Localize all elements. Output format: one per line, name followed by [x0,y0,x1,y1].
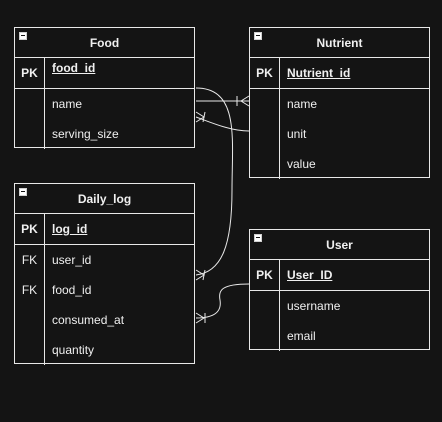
field-name: quantity [52,343,95,357]
field-key: FK [21,283,38,297]
pk-label: PK [256,66,273,80]
field-name: unit [287,127,307,141]
entity-food[interactable]: Food PK food_id name serving_size [14,27,195,149]
field-row: FK food_id [15,275,194,305]
field-name: food_id [52,283,92,297]
field-key: FK [21,253,38,267]
entity-nutrient-header: Nutrient [250,28,429,58]
connector-food-daily-log[interactable] [195,87,234,281]
field-row: value [250,149,429,179]
collapse-icon[interactable] [19,188,27,196]
key-column-divider [44,214,45,365]
field-row: quantity [15,335,194,365]
field-name: value [287,157,316,171]
collapse-icon[interactable] [254,234,262,242]
entity-daily-log[interactable]: Daily_log PK log_id FK user_id FK food_i… [14,183,195,365]
entity-daily-log-title: Daily_log [77,191,132,206]
field-row: consumed_at [15,305,194,335]
entity-user-header: User [250,230,429,260]
field-name: user_id [52,253,92,267]
field-row: serving_size [15,119,194,149]
key-column-divider [279,260,280,351]
connector-nutrient-food[interactable] [195,111,250,132]
pk-label: PK [21,222,38,236]
key-column-divider [279,58,280,179]
entity-nutrient[interactable]: Nutrient PK Nutrient_id name unit value [249,27,430,179]
field-name: name [287,97,318,111]
field-name: consumed_at [52,313,125,327]
pk-field-name: log_id [52,222,88,236]
pk-row: PK food_id [15,58,194,88]
pk-field-name: food_id [52,61,96,75]
pk-row: PK Nutrient_id [250,58,429,88]
field-row: FK user_id [15,245,194,275]
pk-row: PK User_ID [250,260,429,290]
pk-row: PK log_id [15,214,194,244]
entity-daily-log-header: Daily_log [15,184,194,214]
field-name: name [52,97,83,111]
field-row: name [15,89,194,119]
connector-user-daily-log[interactable] [195,283,250,324]
collapse-icon[interactable] [19,32,27,40]
key-column-divider [44,58,45,149]
field-row: email [250,321,429,351]
field-row: unit [250,119,429,149]
pk-label: PK [256,268,273,282]
entity-food-title: Food [89,35,120,50]
field-name: username [287,299,341,313]
pk-field-name: Nutrient_id [287,66,351,80]
entity-nutrient-title: Nutrient [316,35,363,50]
connector-food-nutrient[interactable] [196,95,250,107]
pk-label: PK [21,66,38,80]
field-name: email [287,329,316,343]
entity-food-header: Food [15,28,194,58]
entity-user[interactable]: User PK User_ID username email [249,229,430,351]
pk-field-name: User_ID [287,268,333,282]
collapse-icon[interactable] [254,32,262,40]
field-name: serving_size [52,127,119,141]
field-row: username [250,291,429,321]
entity-user-title: User [326,237,353,252]
field-row: name [250,89,429,119]
